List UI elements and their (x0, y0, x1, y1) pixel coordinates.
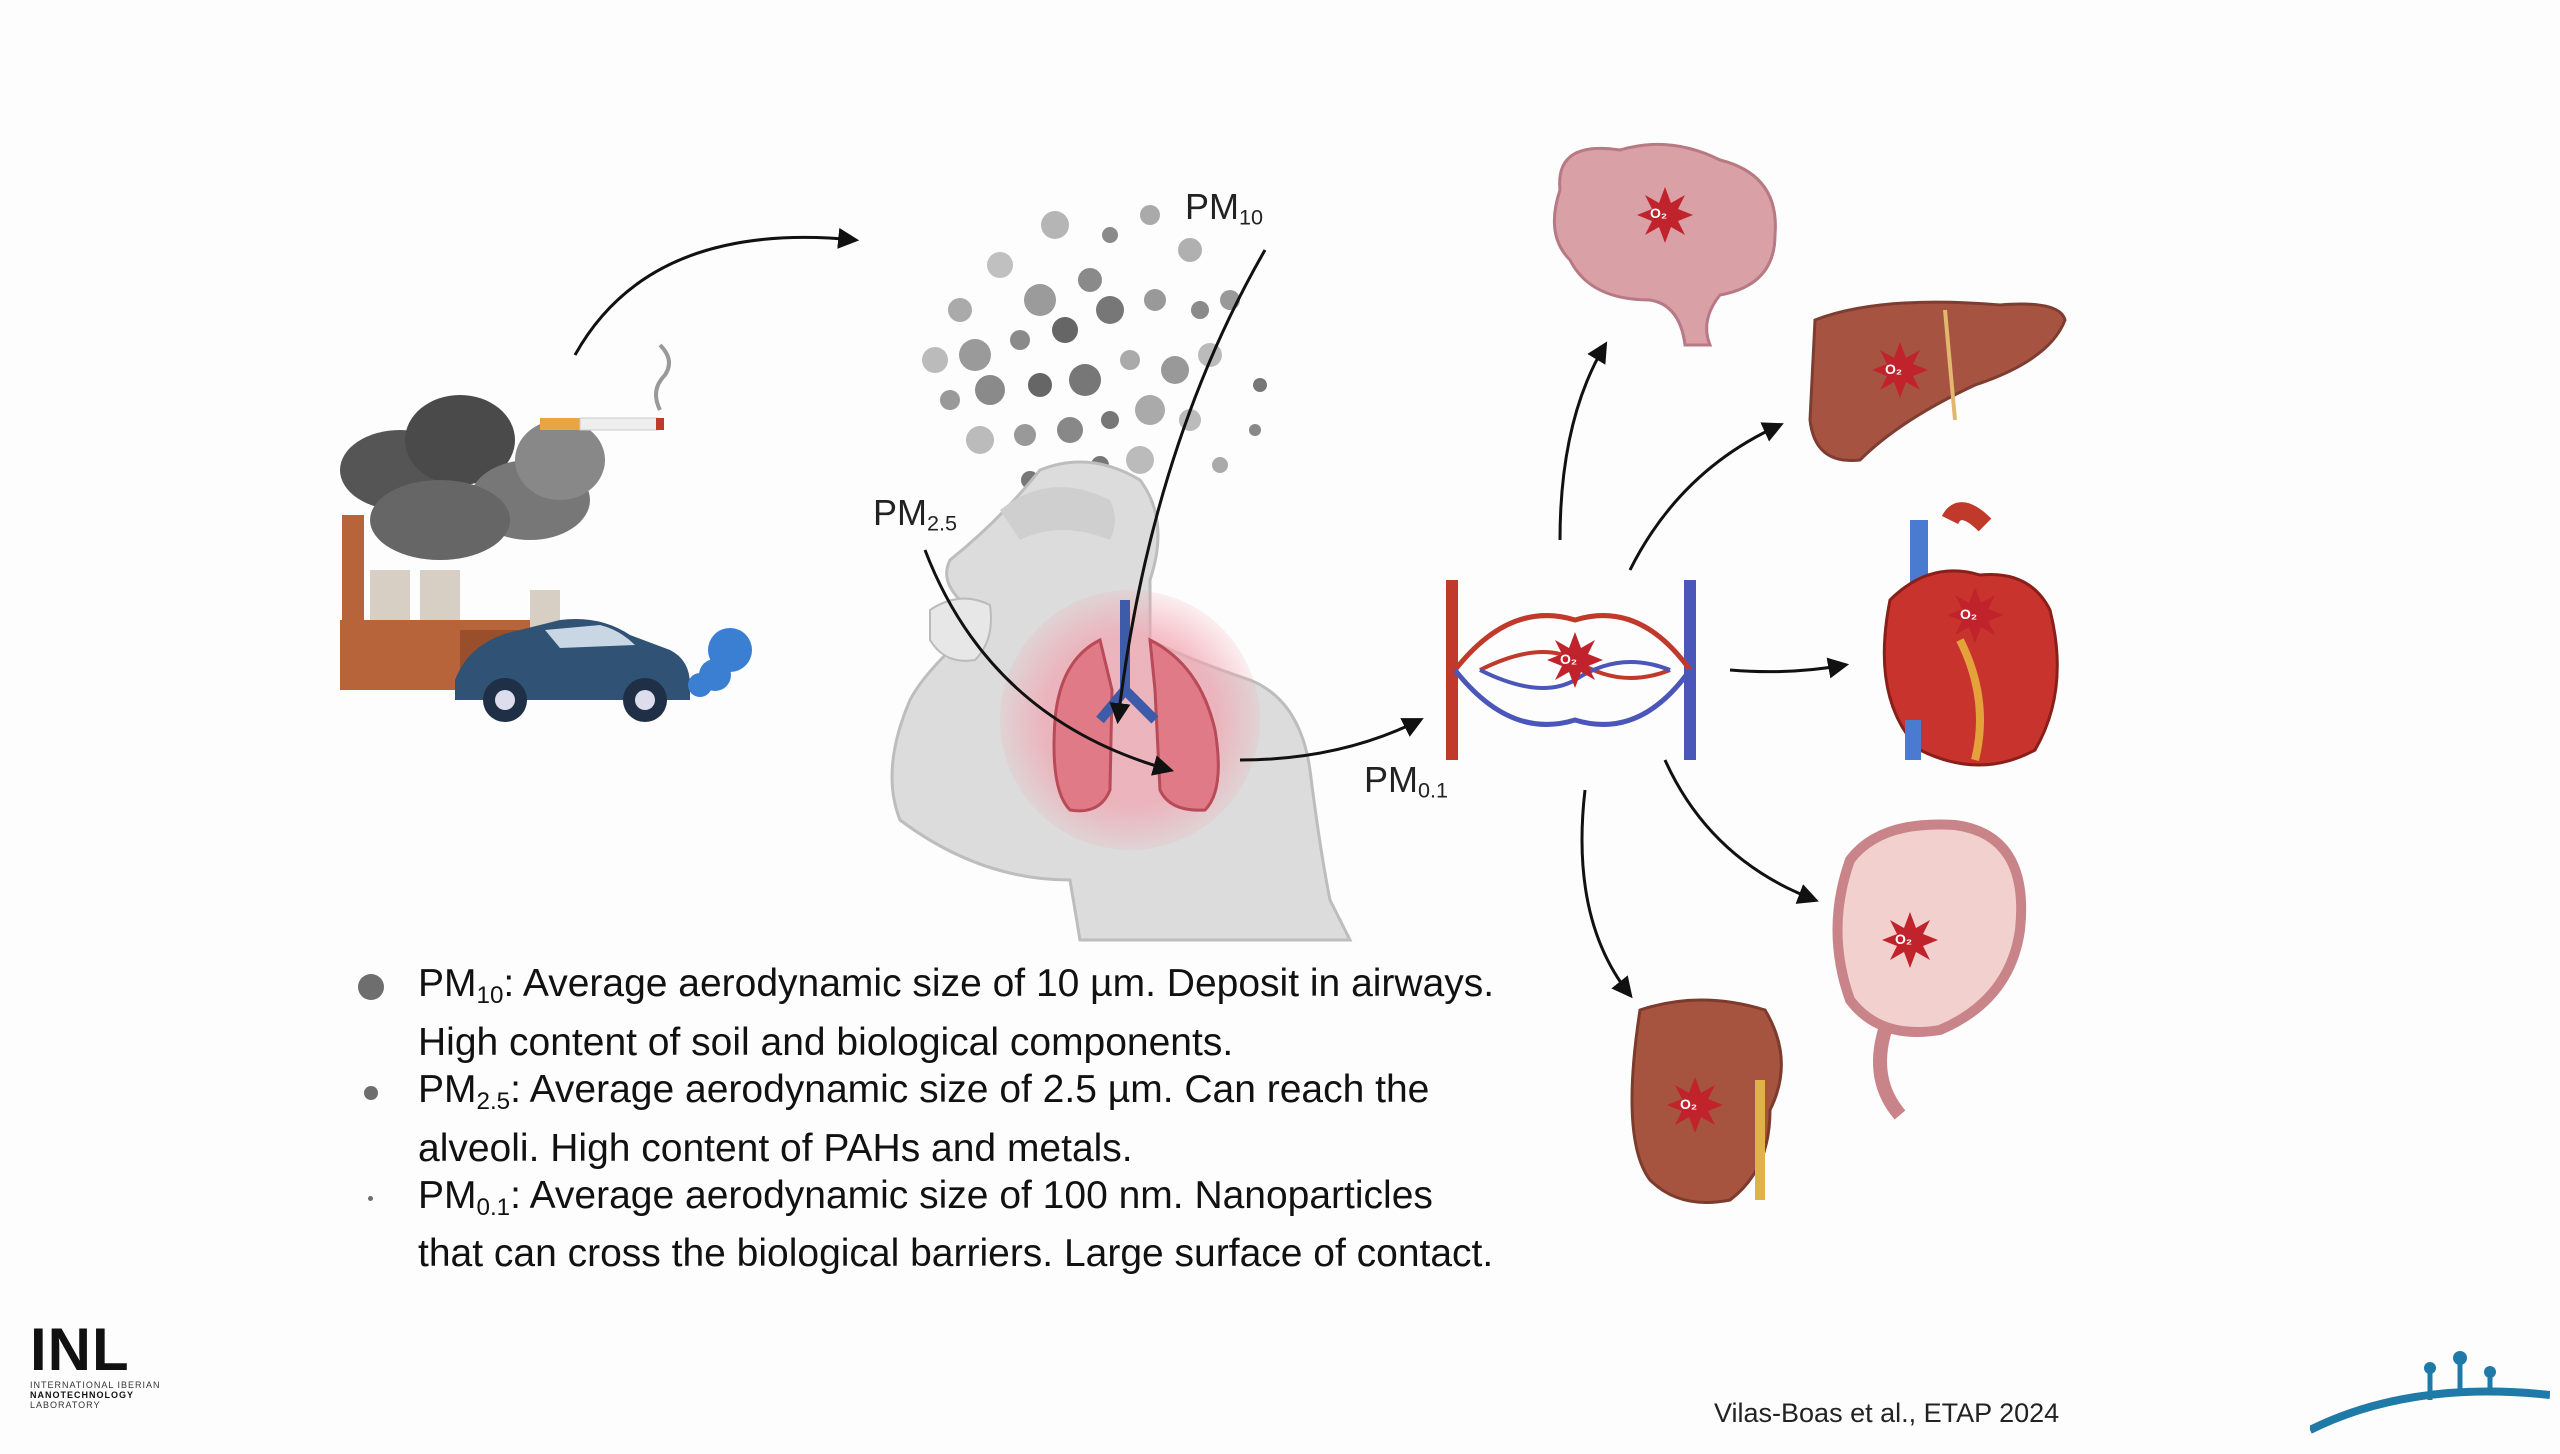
kidney-icon (1630, 998, 1783, 1204)
logo-line1: INTERNATIONAL IBERIAN (30, 1380, 161, 1390)
car-icon (455, 619, 752, 722)
logo-line3: LABORATORY (30, 1400, 101, 1410)
heart-o2-badge: O₂ (1960, 606, 1978, 622)
small-particle-icon (340, 1172, 418, 1219)
uterus-icon (1832, 819, 2027, 1120)
arrow-to-kidney (1580, 789, 1633, 999)
vessel-o2-badge: O₂ (1560, 651, 1578, 667)
particle-cloud (922, 205, 1267, 489)
inl-logo: INL INTERNATIONAL IBERIAN NANOTECHNOLOGY… (30, 1316, 200, 1411)
label-pm10: PM10 (1185, 186, 1264, 230)
legend-text-pm10: PM10: Average aerodynamic size of 10 µm.… (418, 962, 1495, 1064)
source-arrow (573, 227, 860, 356)
legend-text-pm25: PM2.5: Average aerodynamic size of 2.5 µ… (418, 1067, 1430, 1170)
arrow-to-heart (1729, 657, 1850, 679)
medium-particle-icon (340, 1066, 418, 1113)
arrow-to-uterus (1663, 759, 1819, 904)
legend-text-pm01: PM0.1: Average aerodynamic size of 100 n… (418, 1173, 1494, 1276)
uterus-o2-badge: O₂ (1895, 931, 1913, 947)
arrow-to-liver (1628, 422, 1784, 571)
citation: Vilas-Boas et al., ETAP 2024 (1714, 1398, 2060, 1428)
wave-logo-icon (2310, 1351, 2550, 1434)
legend-item-pm10: PM10: Average aerodynamic size of 10 µm.… (340, 960, 1680, 1066)
brain-o2-badge: O₂ (1650, 205, 1668, 221)
cigarette-icon (540, 343, 671, 431)
heart-icon (1882, 502, 2059, 767)
pm01-arrow (1239, 718, 1424, 762)
logo-mark: INL (30, 1316, 130, 1383)
label-pm25: PM2.5 (873, 492, 958, 536)
kidney-o2-badge: O₂ (1680, 1096, 1698, 1112)
large-particle-icon (340, 960, 418, 1007)
pm10-arrow (1109, 249, 1267, 725)
legend: PM10: Average aerodynamic size of 10 µm.… (340, 960, 1680, 1277)
arrow-to-brain (1558, 341, 1608, 541)
legend-item-pm01: PM0.1: Average aerodynamic size of 100 n… (340, 1172, 1680, 1278)
blood-vessel-icon (1446, 580, 1696, 760)
brain-icon (1552, 142, 1777, 347)
liver-o2-badge: O₂ (1885, 361, 1903, 377)
pm25-arrow (923, 549, 1175, 776)
logo-line2: NANOTECHNOLOGY (30, 1390, 134, 1400)
label-pm01: PM0.1 (1364, 759, 1449, 803)
liver-icon (1808, 300, 2067, 462)
legend-item-pm25: PM2.5: Average aerodynamic size of 2.5 µ… (340, 1066, 1680, 1172)
